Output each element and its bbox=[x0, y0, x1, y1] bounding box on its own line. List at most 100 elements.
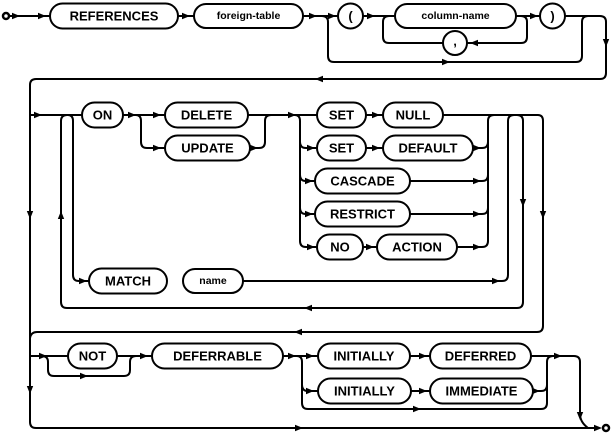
arrow-right-icon bbox=[305, 177, 313, 185]
node-label: CASCADE bbox=[330, 174, 395, 189]
arrow-right-icon bbox=[79, 277, 87, 285]
node-label: REFERENCES bbox=[70, 9, 159, 24]
arrow-down-icon bbox=[26, 386, 34, 394]
arrow-right-icon bbox=[419, 352, 427, 360]
arrow-right-icon bbox=[372, 111, 380, 119]
node-label: DEFAULT bbox=[399, 141, 458, 156]
arrow-right-icon bbox=[473, 210, 481, 218]
keyword-deferrable: DEFERRABLE bbox=[151, 342, 284, 370]
arrowheads bbox=[12, 12, 610, 432]
arrow-right-icon bbox=[128, 111, 136, 119]
node-box bbox=[151, 342, 284, 370]
node-box bbox=[182, 268, 244, 294]
keyword-not: NOT bbox=[67, 342, 118, 370]
node-box bbox=[193, 3, 304, 29]
variable-column-name: column-name bbox=[394, 3, 517, 29]
node-label: RESTRICT bbox=[330, 207, 395, 222]
arrow-down-icon bbox=[576, 412, 584, 420]
node-label: MATCH bbox=[105, 274, 151, 289]
arrow-left-icon bbox=[304, 304, 312, 312]
node-box bbox=[394, 3, 517, 29]
node-label: , bbox=[453, 34, 457, 49]
node-label: foreign-table bbox=[217, 10, 281, 22]
node-label: ) bbox=[550, 9, 554, 24]
node-box bbox=[314, 167, 411, 195]
start-terminal-icon bbox=[1, 11, 11, 21]
arrow-right-icon bbox=[39, 352, 47, 360]
arrow-right-icon bbox=[153, 144, 161, 152]
arrow-right-icon bbox=[305, 210, 313, 218]
arrow-right-icon bbox=[367, 12, 375, 20]
node-label: DEFERRABLE bbox=[173, 349, 262, 364]
arrow-right-icon bbox=[295, 424, 303, 432]
keyword-update: UPDATE bbox=[164, 134, 251, 162]
arrow-right-icon bbox=[12, 12, 20, 20]
keyword-action: ACTION bbox=[376, 233, 458, 261]
arrow-right-icon bbox=[328, 12, 336, 20]
arrow-left-icon bbox=[315, 75, 323, 83]
arrow-down-icon bbox=[602, 39, 610, 47]
arrow-right-icon bbox=[419, 387, 427, 395]
keyword-deferred: DEFERRED bbox=[429, 342, 532, 370]
node-box bbox=[382, 101, 444, 129]
keyword-restrict: RESTRICT bbox=[314, 200, 411, 228]
keyword-null: NULL bbox=[382, 101, 444, 129]
node-box bbox=[539, 2, 566, 30]
node-box bbox=[67, 342, 118, 370]
arrow-right-icon bbox=[530, 12, 538, 20]
node-box bbox=[164, 134, 251, 162]
arrow-down-icon bbox=[26, 211, 34, 219]
arrow-right-icon bbox=[307, 243, 315, 251]
arrow-right-icon bbox=[38, 12, 46, 20]
arrow-right-icon bbox=[413, 405, 421, 413]
punct-comma: , bbox=[442, 30, 468, 56]
node-box bbox=[316, 233, 364, 261]
node-label: NO bbox=[330, 240, 350, 255]
node-box bbox=[49, 2, 179, 30]
arrow-right-icon bbox=[554, 352, 562, 360]
arrow-right-icon bbox=[372, 144, 380, 152]
arrow-right-icon bbox=[306, 387, 314, 395]
keyword-default: DEFAULT bbox=[382, 134, 474, 162]
node-box bbox=[337, 2, 364, 30]
node-label: ON bbox=[93, 108, 113, 123]
node-box bbox=[317, 377, 412, 405]
node-label: NULL bbox=[396, 108, 431, 123]
arrow-right-icon bbox=[80, 372, 88, 380]
arrow-right-icon bbox=[288, 352, 296, 360]
node-label: UPDATE bbox=[181, 141, 234, 156]
arrow-right-icon bbox=[442, 58, 450, 66]
punct-rparen: ) bbox=[539, 2, 566, 30]
keyword-cascade: CASCADE bbox=[314, 167, 411, 195]
arrow-right-icon bbox=[153, 111, 161, 119]
end-terminal-icon bbox=[601, 423, 611, 433]
variable-name: name bbox=[182, 268, 244, 294]
node-box bbox=[429, 377, 534, 405]
node-label: DEFERRED bbox=[445, 349, 517, 364]
arrow-right-icon bbox=[182, 12, 190, 20]
node-label: DELETE bbox=[181, 108, 233, 123]
keyword-delete: DELETE bbox=[164, 101, 249, 129]
arrow-right-icon bbox=[473, 177, 481, 185]
node-label: ( bbox=[348, 9, 353, 24]
arrow-left-icon bbox=[294, 328, 302, 336]
arrow-right-icon bbox=[473, 243, 481, 251]
node-label: NOT bbox=[79, 349, 107, 364]
node-label: SET bbox=[329, 141, 354, 156]
node-label: name bbox=[199, 275, 227, 287]
punct-lparen: ( bbox=[337, 2, 364, 30]
node-label: INITIALLY bbox=[334, 349, 395, 364]
node-box bbox=[314, 200, 411, 228]
node-label: ACTION bbox=[392, 240, 442, 255]
arrow-right-icon bbox=[288, 111, 296, 119]
node-box bbox=[316, 101, 367, 129]
node-box bbox=[376, 233, 458, 261]
node-box bbox=[88, 267, 168, 295]
node-box bbox=[81, 101, 124, 129]
node-label: column-name bbox=[421, 10, 489, 22]
arrow-up-icon bbox=[57, 211, 65, 219]
keyword-on: ON bbox=[81, 101, 124, 129]
arrow-right-icon bbox=[309, 12, 317, 20]
node-box bbox=[316, 134, 367, 162]
